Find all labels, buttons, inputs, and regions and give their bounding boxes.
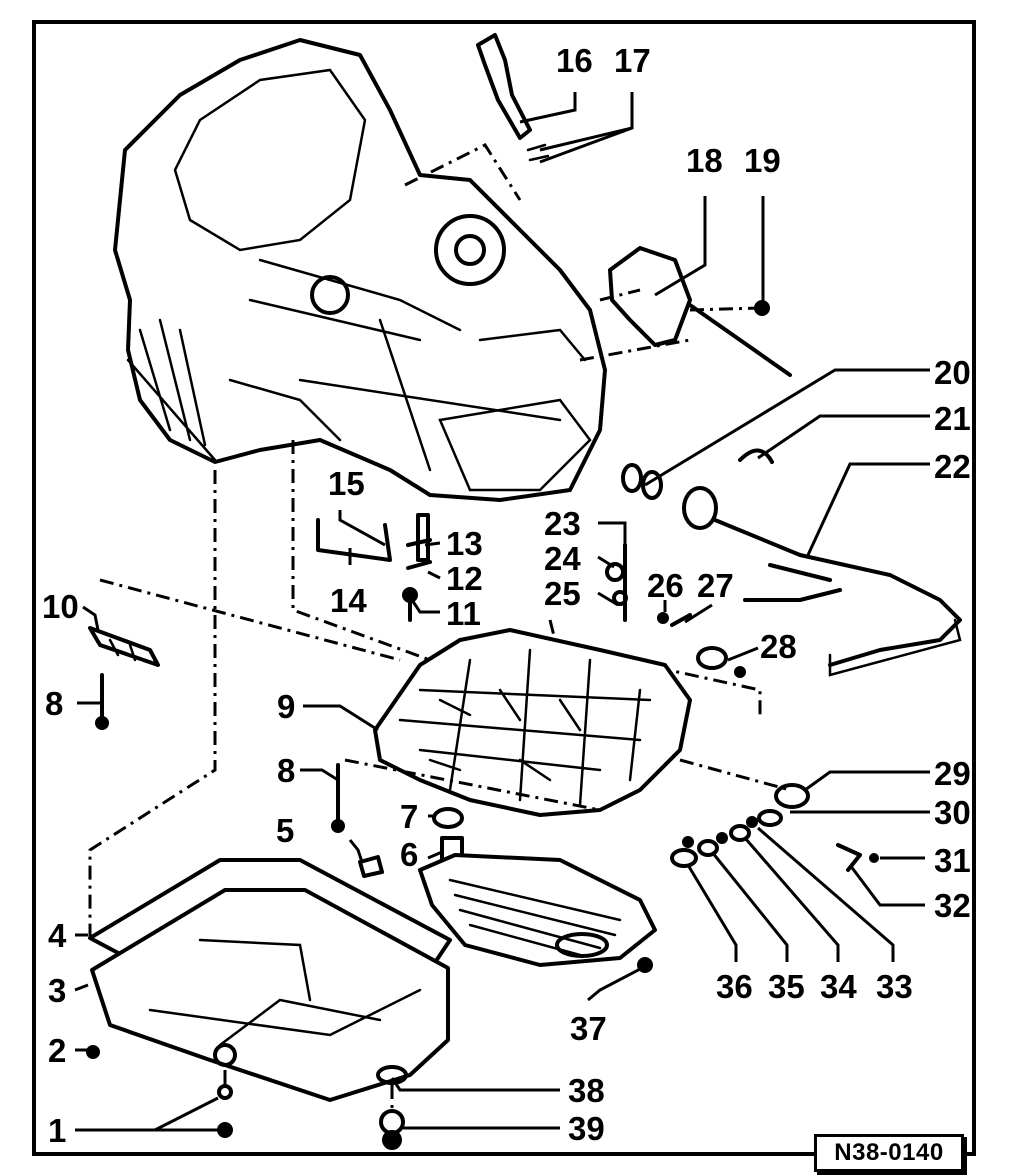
callout-9: 9 (277, 688, 295, 725)
callout-3: 3 (48, 972, 66, 1009)
bolt-8-center (331, 763, 345, 833)
callout-26: 26 (647, 567, 684, 604)
callout-20: 20 (934, 354, 971, 391)
reference-code: N38-0140 (814, 1134, 964, 1172)
bracket-10 (88, 626, 160, 667)
diagram-frame (32, 20, 976, 1156)
callout-12: 12 (446, 560, 483, 597)
callout-32: 32 (934, 887, 971, 924)
callout-15: 15 (328, 465, 365, 502)
callout-31: 31 (934, 842, 971, 879)
leader-lines (74, 92, 930, 1132)
small-parts-lower-right (670, 758, 879, 872)
callout-8-left: 8 (45, 685, 63, 722)
callout-18: 18 (686, 142, 723, 179)
callout-23: 23 (544, 505, 581, 542)
callout-19: 19 (744, 142, 781, 179)
callout-38: 38 (568, 1072, 605, 1109)
callout-2: 2 (48, 1032, 66, 1069)
callout-1: 1 (48, 1112, 66, 1149)
small-parts-left (291, 440, 432, 662)
callout-numbers: 16 17 18 19 20 21 22 23 24 25 26 27 28 2… (42, 42, 971, 1149)
callout-36: 36 (716, 968, 753, 1005)
callout-39: 39 (568, 1110, 605, 1147)
oil-pan (86, 470, 452, 1150)
callout-5: 5 (276, 812, 294, 849)
callout-24: 24 (544, 540, 581, 577)
transmission-housing (113, 38, 607, 502)
callout-37: 37 (570, 1010, 607, 1047)
callout-7: 7 (400, 798, 418, 835)
strainer (418, 853, 657, 973)
callout-6: 6 (400, 836, 418, 873)
callout-14: 14 (330, 582, 367, 619)
callout-33: 33 (876, 968, 913, 1005)
callout-25: 25 (544, 575, 581, 612)
bolt-8-left (95, 673, 109, 730)
callout-28: 28 (760, 628, 797, 665)
callout-8-center: 8 (277, 752, 295, 789)
callout-13: 13 (446, 525, 483, 562)
callout-29: 29 (934, 755, 971, 792)
callout-10: 10 (42, 588, 79, 625)
seal-rings-20 (621, 463, 663, 500)
callout-34: 34 (820, 968, 857, 1005)
harness-22 (682, 486, 962, 677)
callout-17: 17 (614, 42, 651, 79)
callout-21: 21 (934, 400, 971, 437)
callout-4: 4 (48, 917, 67, 954)
callout-16: 16 (556, 42, 593, 79)
callout-27: 27 (697, 567, 734, 604)
callout-30: 30 (934, 794, 971, 831)
sender-16-group (404, 33, 550, 201)
callout-11: 11 (446, 595, 481, 632)
callout-22: 22 (934, 448, 971, 485)
clip-21 (738, 448, 774, 464)
callout-35: 35 (768, 968, 805, 1005)
valve-body-9 (99, 578, 692, 817)
cover-18 (579, 246, 792, 377)
